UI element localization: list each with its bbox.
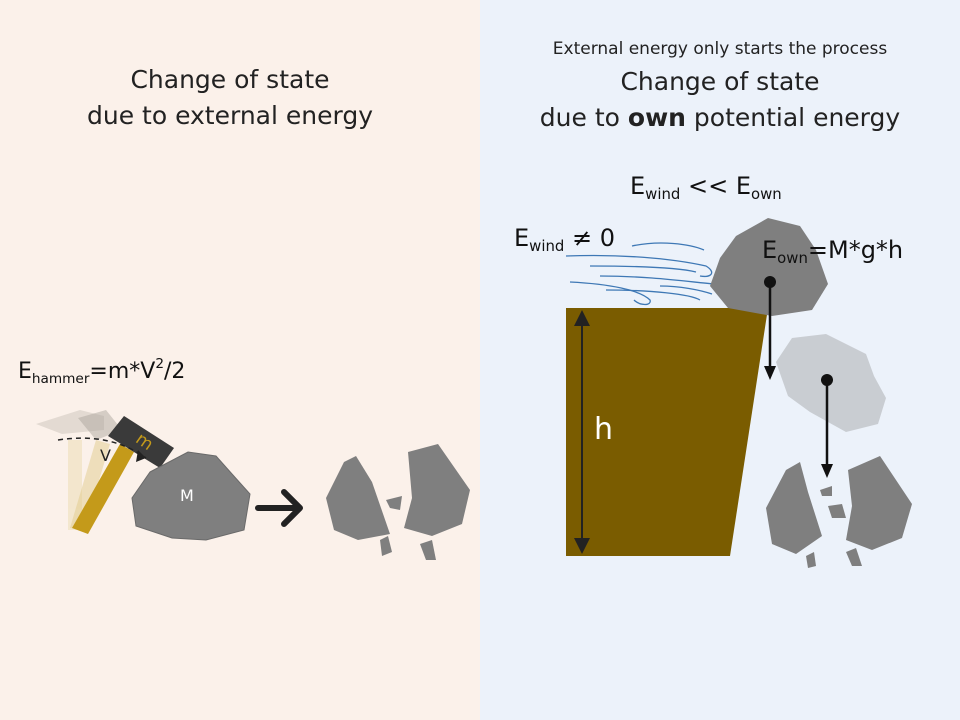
swing-arrowhead — [136, 450, 146, 462]
left-panel — [0, 0, 480, 720]
velocity-label: V — [100, 446, 111, 465]
left-title-line2: due to external energy — [86, 101, 373, 130]
drop-arrow-2-head — [821, 464, 833, 478]
result-arrow — [255, 489, 303, 527]
rock-fragments-left — [326, 444, 470, 560]
drop-arrow-1-head — [764, 366, 776, 380]
hammer-ghost-1 — [36, 410, 104, 530]
rock-top — [710, 218, 828, 316]
right-title-line1: Change of state — [620, 67, 820, 96]
right-title-line2: due to own potential energy — [539, 103, 901, 132]
right-top-note: External energy only starts the process — [552, 39, 888, 59]
wind-energy-label: Ewind ≠ 0 — [514, 224, 615, 256]
height-label: h — [594, 412, 614, 447]
rock-m — [131, 451, 251, 541]
cliff — [566, 308, 768, 556]
left-title: Change of state due to external energy — [0, 62, 460, 134]
hammer — [72, 416, 174, 534]
rock-mass-label: M — [180, 486, 194, 505]
energy-comparison: Ewind << Eown — [630, 172, 782, 204]
own-energy-formula: Eown=M*g*h — [762, 236, 904, 268]
right-title: Change of state due to own potential ene… — [480, 64, 960, 136]
height-arrow-top — [574, 310, 590, 326]
wind-lines — [565, 242, 715, 306]
rock-fragments-right — [766, 456, 912, 568]
left-title-line1: Change of state — [130, 65, 330, 94]
height-arrow-bottom — [574, 538, 590, 554]
hammer-energy-formula: Ehammer=m*V2/2 — [18, 356, 186, 387]
